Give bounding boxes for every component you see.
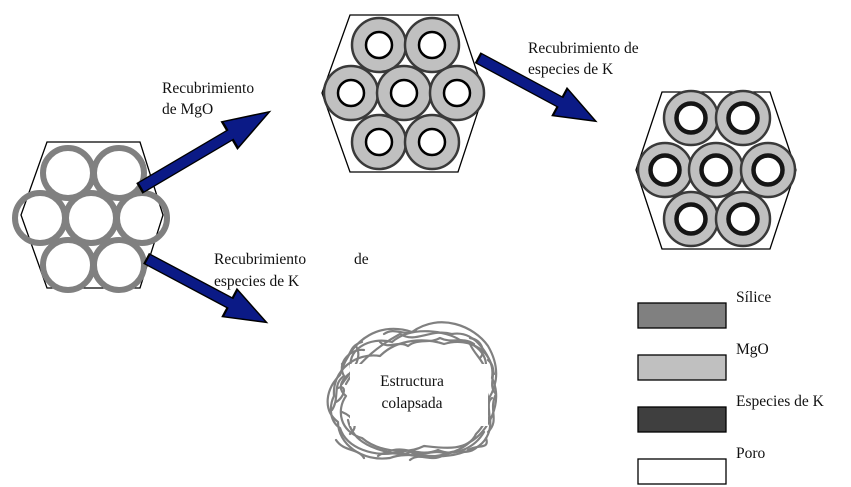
mgo-coated-structure <box>321 14 486 173</box>
mgo-coating-label-line1: Recubrimiento <box>162 80 254 97</box>
collapsed-label-box <box>350 364 488 426</box>
k-coating-top-label-line1: Recubrimiento de <box>528 40 639 57</box>
legend-label: Poro <box>736 445 766 462</box>
silica-pore-ring <box>40 145 96 201</box>
mgo-coating-label-line2: de MgO <box>162 101 213 118</box>
k-coating-bottom-label-line1b: de <box>354 251 369 268</box>
silica-pore-ring <box>63 190 119 246</box>
arrow-labels: Recubrimiento de MgO Recubrimiento de es… <box>162 40 639 290</box>
silica-pore-ring <box>114 190 170 246</box>
k-coating-bottom-label-line2: especies de K <box>214 273 300 290</box>
arrow-to-collapsed <box>143 252 269 324</box>
arrow-to-mgo-k <box>474 52 598 123</box>
collapsed-label-line1: Estructura <box>380 373 444 390</box>
mgo-k-coated-structure <box>635 89 797 250</box>
mgo-coated-pores <box>322 16 486 171</box>
mgo-k-coated-pores <box>636 89 797 248</box>
k-coating-bottom-label-line1a: Recubrimiento <box>214 251 306 268</box>
arrows <box>136 52 598 324</box>
silica-pore-ring <box>40 237 96 293</box>
legend-label: Sílice <box>736 289 771 306</box>
collapsed-label-line2: colapsada <box>381 395 442 412</box>
silica-pores <box>12 145 170 293</box>
collapsed-scribble <box>326 321 498 462</box>
arrow-to-mgo <box>136 110 272 194</box>
silica-hexagon-outline <box>20 141 164 289</box>
legend-swatch <box>637 406 727 433</box>
silica-pore-ring <box>91 145 147 201</box>
mgo-hexagon-outline <box>321 14 485 173</box>
silica-pore-ring <box>91 237 147 293</box>
collapsed-structure: Estructura colapsada <box>326 321 498 462</box>
legend-swatch <box>637 458 727 485</box>
k-coating-top-label-line2: especies de K <box>528 61 614 78</box>
silica-structure <box>12 141 170 293</box>
mgo-k-hexagon-outline <box>635 91 797 250</box>
legend-swatch <box>637 302 727 329</box>
legend-swatch <box>637 354 727 381</box>
legend-label: Especies de K <box>736 393 825 410</box>
legend-label: MgO <box>736 341 769 358</box>
